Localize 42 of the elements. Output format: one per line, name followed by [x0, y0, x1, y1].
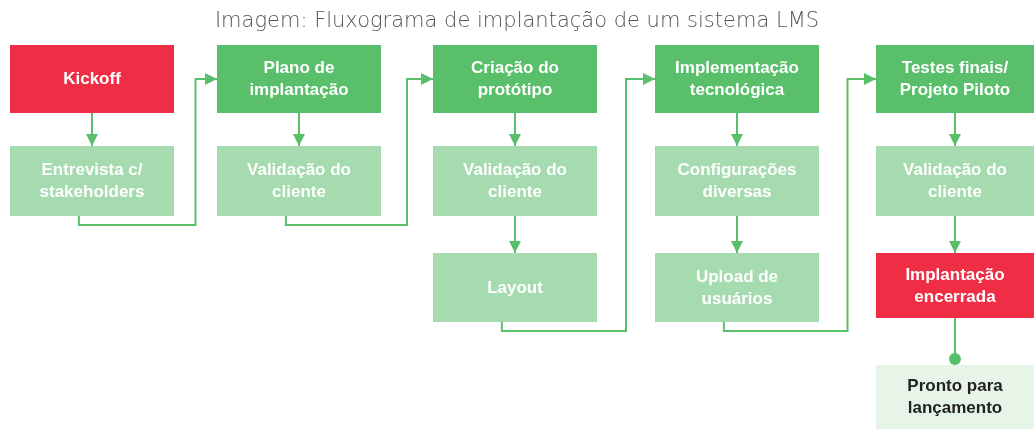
step-text: Upload de usuários: [694, 265, 780, 310]
step-box: [655, 253, 819, 322]
arrow: [86, 112, 98, 147]
step-box: [433, 253, 597, 322]
arrow: [731, 112, 743, 147]
arrow: [77, 73, 218, 226]
start-end-box: [876, 253, 1034, 318]
phase-box: [876, 45, 1034, 113]
result-box: [876, 365, 1034, 429]
step-text: Validação do cliente: [246, 159, 352, 203]
step-box: [876, 146, 1034, 216]
arrow: [731, 215, 743, 254]
arrow: [509, 215, 521, 254]
step-text: Implementação tecnológica: [674, 57, 800, 101]
arrow: [509, 112, 521, 147]
start-end-box: [10, 45, 174, 113]
step-text: Implantação encerrada: [904, 263, 1006, 308]
step-box: [433, 146, 597, 216]
arrow: [949, 215, 961, 254]
step-text: Validação do cliente: [902, 159, 1008, 203]
step-box: [655, 146, 819, 216]
step-text: Kickoff: [63, 68, 121, 90]
step-box: [217, 146, 381, 216]
diagram-title: Imagem: Fluxograma de implantação de um sistema LMS: [213, 8, 821, 32]
arrow: [284, 73, 434, 226]
arrow: [949, 112, 961, 147]
step-text: Configurações diversas: [676, 159, 798, 203]
step-text: Entrevista c/ stakeholders: [38, 159, 146, 203]
step-text: Layout: [487, 276, 543, 299]
phase-box: [217, 45, 381, 113]
step-text: Pronto para lançamento: [906, 375, 1004, 419]
connector-line: [949, 317, 961, 365]
phase-box: [433, 45, 597, 113]
step-text: Criação do protótipo: [470, 57, 560, 101]
step-text: Plano de implantação: [248, 57, 350, 101]
step-text: Validação do cliente: [462, 159, 568, 203]
step-box: [10, 146, 174, 216]
arrow: [500, 73, 656, 332]
arrow: [293, 112, 305, 147]
phase-box: [655, 45, 819, 113]
step-text: Testes finais/ Projeto Piloto: [898, 57, 1012, 101]
arrow: [722, 73, 877, 332]
